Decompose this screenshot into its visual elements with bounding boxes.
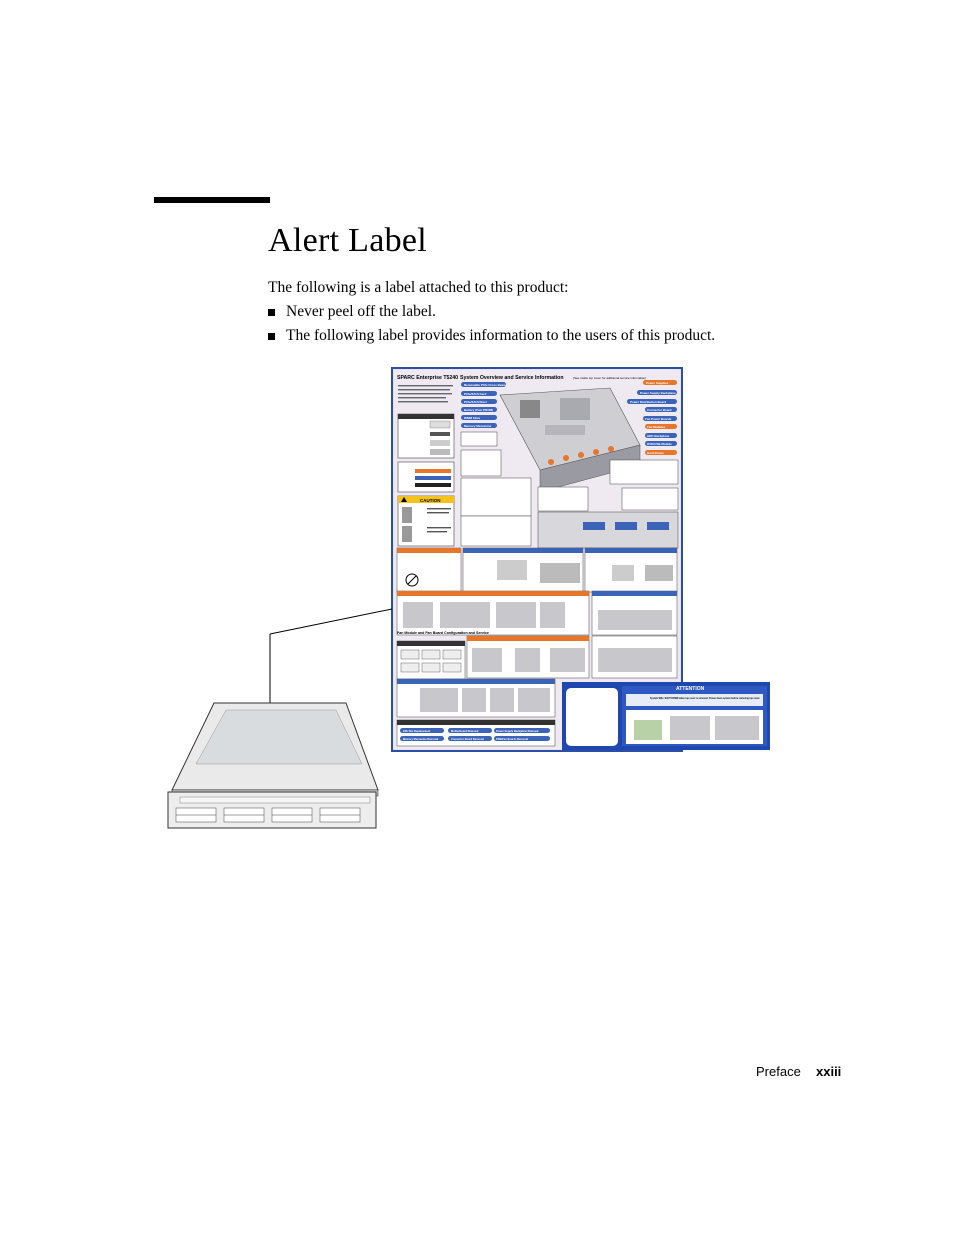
footer-section-name: Preface (756, 1064, 801, 1079)
svg-text:FRU Not Replacement: FRU Not Replacement (403, 729, 430, 733)
intro-text: The following is a label attached to thi… (268, 279, 569, 296)
page-number: xxiii (816, 1064, 842, 1079)
bullet-item: Never peel off the label. (268, 303, 715, 327)
warning-icon (401, 497, 407, 502)
label-product: SPARC Enterprise T5240 (397, 375, 458, 381)
svg-text:Hard Drives: Hard Drives (647, 451, 664, 455)
removal-row-2 (396, 590, 678, 636)
removal-row-1 (396, 547, 678, 593)
svg-text:Memory Mezzanine Removal: Memory Mezzanine Removal (403, 737, 438, 741)
bullet-list: Never peel off the label. The following … (268, 303, 715, 351)
svg-text:Removable PCIe Cross Beam: Removable PCIe Cross Beam (464, 383, 506, 387)
svg-text:Connector Board Removal: Connector Board Removal (451, 737, 484, 741)
attention-title: ATTENTION (676, 686, 705, 692)
svg-text:Fan Modules: Fan Modules (647, 425, 666, 429)
fan-section-title: Fan Module and Fan Board Configuration a… (397, 631, 489, 635)
label-title: System Overview and Service Information (460, 375, 564, 381)
fan-section: Fan Module and Fan Board Configuration a… (396, 631, 678, 680)
left-component-pills: Removable PCIe Cross Beam PCIe/XAUI Card… (461, 382, 506, 428)
svg-text:PCIe/XAUI Card: PCIe/XAUI Card (464, 392, 487, 396)
svg-text:Power Supplies: Power Supplies (646, 381, 669, 385)
svg-text:Motherboard Removal: Motherboard Removal (451, 729, 479, 733)
section-rule (154, 197, 270, 203)
server-overview-illustration (499, 387, 641, 493)
bullet-square-icon (268, 309, 275, 316)
svg-text:Memory Mezzanine: Memory Mezzanine (464, 424, 492, 428)
svg-text:DIMM Slots: DIMM Slots (464, 416, 480, 420)
label-title-note: (See inside top cover for additional ser… (573, 376, 646, 380)
alert-label-figure: SPARC Enterprise T5240 System Overview a… (167, 367, 770, 829)
service-link-pills: FRU Not Replacement Motherboard Removal … (400, 728, 550, 741)
svg-text:PCIe/XAUI Riser: PCIe/XAUI Riser (464, 400, 488, 404)
svg-text:Power Supply Backplane: Power Supply Backplane (640, 391, 676, 395)
svg-text:Power Distribution Board: Power Distribution Board (630, 400, 666, 404)
right-component-pills: Power Supplies Power Supply Backplane Po… (627, 380, 677, 455)
svg-text:Power Supply Backplane Removal: Power Supply Backplane Removal (496, 729, 539, 733)
bullet-text: The following label provides information… (286, 327, 716, 344)
bullet-square-icon (268, 333, 275, 340)
page-title: Alert Label (268, 222, 428, 259)
server-chassis-illustration (167, 702, 379, 829)
bullet-text: Never peel off the label. (286, 303, 436, 320)
no-entry-icon (405, 573, 419, 587)
caution-label: CAUTION (420, 498, 441, 503)
leader-line (269, 608, 393, 635)
svg-text:Fan Power Boards: Fan Power Boards (645, 417, 672, 421)
svg-text:Battery (Fast PROM): Battery (Fast PROM) (464, 408, 493, 412)
attention-callout: ATTENTION System WILL SHUT DOWN when top… (562, 682, 770, 750)
attention-text: System WILL SHUT DOWN when top cover is … (650, 696, 760, 700)
svg-text:Connector Board: Connector Board (647, 408, 672, 412)
bullet-item: The following label provides information… (268, 327, 715, 351)
svg-text:PDB/Fan Boards Removal: PDB/Fan Boards Removal (496, 737, 528, 741)
service-label: SPARC Enterprise T5240 System Overview a… (391, 367, 770, 752)
svg-text:HDD Backplane: HDD Backplane (647, 434, 670, 438)
svg-text:DVD/USB Module: DVD/USB Module (647, 442, 672, 446)
label-intro-lines (398, 385, 453, 403)
